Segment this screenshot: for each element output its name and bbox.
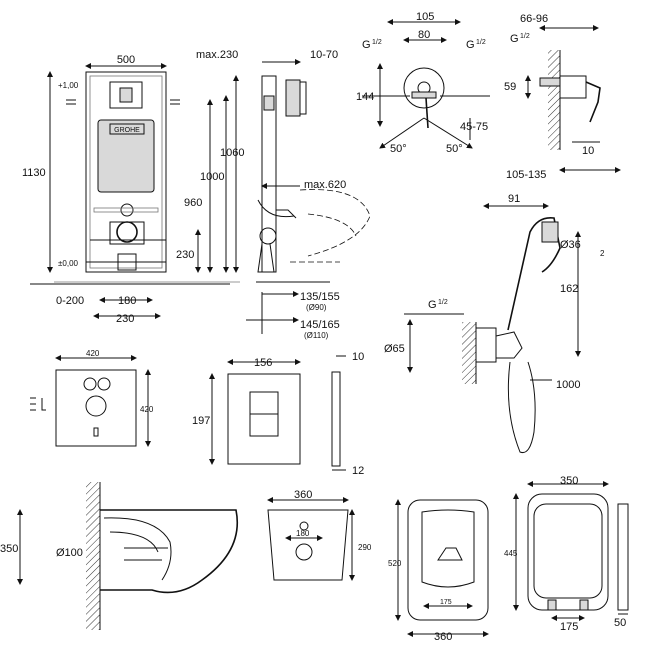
mixer-dim-59: 59 [504,81,516,93]
button-dim-156: 156 [254,357,272,369]
dim-180: 180 [118,295,136,307]
bowl-dim-175: 175 [440,599,452,606]
dim-145-165: 145/165 [300,319,340,331]
bowl-dim-180: 180 [296,529,310,538]
bowl-dim-360: 360 [294,489,312,501]
mixer-thread-right-frac: 1/2 [476,39,486,46]
installation-frame-side: max.230 10-70 max.620 135/155 (Ø90) 145/… [196,49,371,340]
mixer-thread-right: G [466,39,475,51]
level-plus-1: +1,00 [58,81,79,90]
seat-dim-175: 175 [560,621,578,633]
mixer-side-thread: G [510,33,519,45]
button-dim-10: 10 [352,351,364,363]
dim-230-width: 230 [116,313,134,325]
mixer-thread-left: G [362,39,371,51]
dim-1060: 1060 [220,147,244,159]
sound-plate-drawing: 420 420 [30,349,154,447]
bowl-back-drawing: 180 360 290 [267,489,372,581]
seat-dim-350: 350 [560,475,578,487]
bowl-dim-350: 350 [0,543,18,555]
dim-max-620: max.620 [304,179,346,191]
mixer-dim-66-96: 66-96 [520,13,548,25]
dim-1000: 1000 [200,171,224,183]
dim-0-200: 0-200 [56,295,84,307]
shower-dim-91: 91 [508,193,520,205]
dim-135-155: 135/155 [300,291,340,303]
seat-drawing: 350 445 175 50 [504,475,629,633]
shower-dim-1000: 1000 [556,379,580,391]
shower-dim-162: 162 [560,283,578,295]
installation-frame-front: GROHE 500 1130 +1,00 ±0,00 1060 1000 960… [22,54,244,325]
level-zero: ±0,00 [58,259,79,268]
grohe-label: GROHE [114,127,140,134]
button-dim-12: 12 [352,465,364,477]
plate-dim-width: 420 [86,349,100,358]
mixer-dim-144: 144 [356,91,374,103]
mixer-angle-right: 50° [446,143,463,155]
dim-1130: 1130 [22,167,46,179]
shower-thread-frac: 1/2 [438,299,448,306]
dim-d110: (Ø110) [304,331,329,340]
hygienic-shower-drawing: 91 Ø36 2 162 G 1/2 Ø65 1000 [384,193,605,454]
bowl-dim-290: 290 [358,543,372,552]
dim-d90: (Ø90) [306,303,327,312]
bowl-side-drawing: 350 Ø100 [0,482,238,630]
shower-label-2: 2 [600,249,605,258]
mixer-dim-105-135: 105-135 [506,169,546,181]
dim-500: 500 [117,54,135,66]
mixer-dim-45-75: 45-75 [460,121,488,133]
dim-max-230: max.230 [196,49,238,61]
mixer-dim-10: 10 [582,145,594,157]
mixer-angle-left: 50° [390,143,407,155]
bowl-dim-520: 520 [388,559,402,568]
bowl-top-drawing: 175 520 360 [388,499,489,643]
bowl-dim-d100: Ø100 [56,547,83,559]
seat-dim-445: 445 [504,549,518,558]
mixer-dim-105: 105 [416,11,434,23]
button-dim-197: 197 [192,415,210,427]
mixer-drawing: 105 80 G 1/2 G 1/2 144 45-75 50° 50° 66-… [356,11,621,181]
shower-thread: G [428,299,437,311]
dim-10-70: 10-70 [310,49,338,61]
dim-230-height: 230 [176,249,194,261]
shower-dim-d65: Ø65 [384,343,405,355]
mixer-side-thread-frac: 1/2 [520,33,530,40]
bowl-dim-360b: 360 [434,631,452,643]
mixer-thread-left-frac: 1/2 [372,39,382,46]
plate-dim-height: 420 [140,405,154,414]
flush-button-drawing: 156 197 10 12 [192,351,364,477]
mixer-dim-80: 80 [418,29,430,41]
seat-dim-50: 50 [614,617,626,629]
dim-960: 960 [184,197,202,209]
